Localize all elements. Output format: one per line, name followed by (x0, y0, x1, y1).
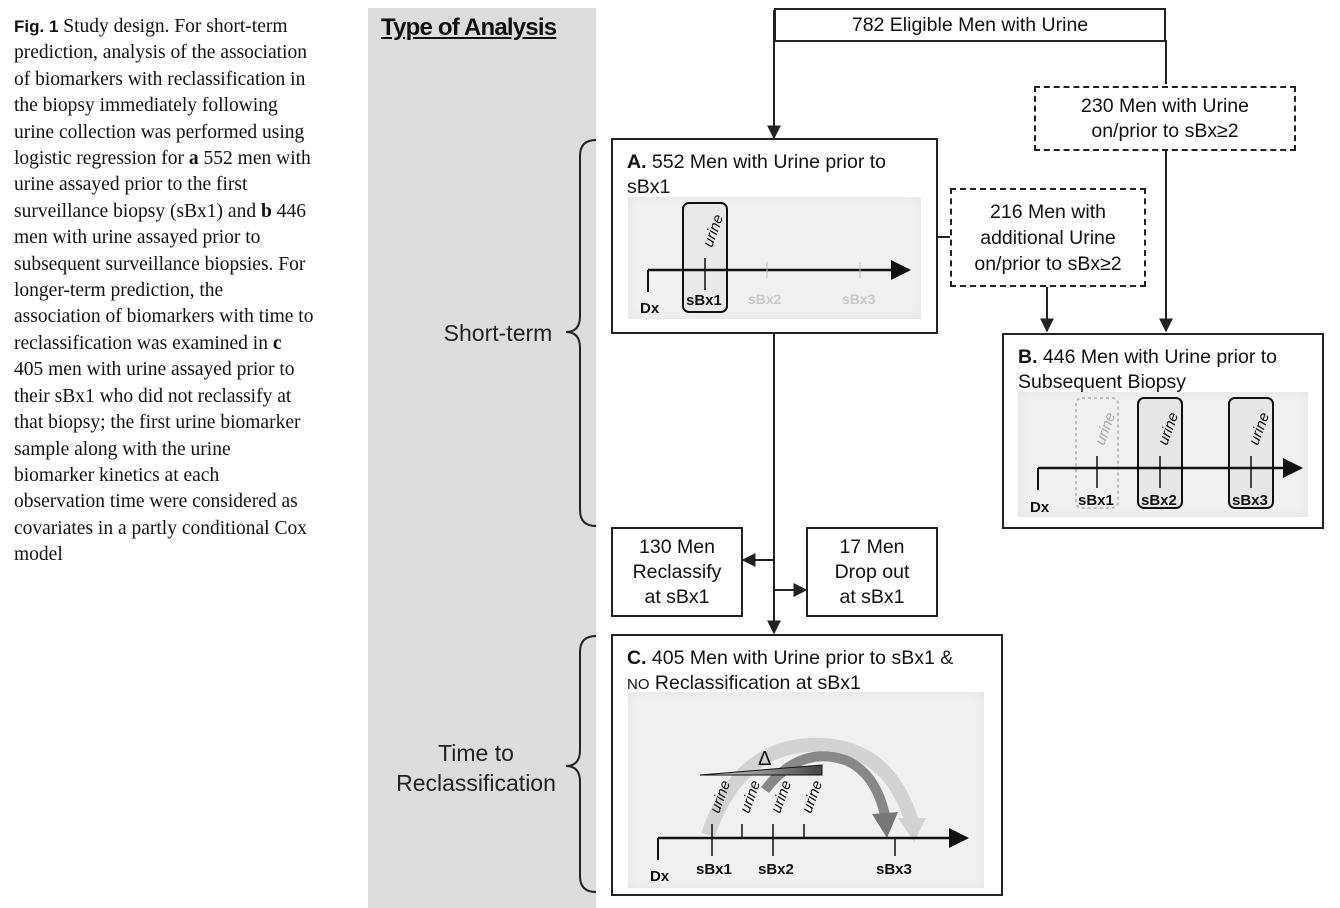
men-216-line-2: additional Urine (980, 226, 1116, 249)
kinetics-arc-light (701, 737, 919, 838)
timeline-c-sbx3: sBx3 (876, 861, 912, 878)
eligible-men-text: 782 Eligible Men with Urine (851, 13, 1089, 36)
men-230-line-2: on/prior to sBx≥2 (1091, 119, 1239, 142)
box-a-title: A. 552 Men with Urine prior to sBx1 (627, 151, 887, 198)
timeline-c-dx: Dx (650, 868, 670, 885)
time-to-line-2: Reclassification (396, 770, 556, 796)
men-230-line-1: 230 Men with Urine (1081, 94, 1249, 117)
urine-window-sbx3 (1228, 397, 1274, 509)
timeline-b: Dx sBx1 sBx2 sBx3 urine urine urine (1030, 397, 1303, 516)
time-brace (565, 635, 597, 893)
timeline-a-sbx2: sBx2 (748, 291, 782, 307)
caption-text-4: 405 men with urine assayed prior to thei… (14, 359, 307, 566)
timeline-c-panel (628, 692, 984, 888)
men-216-line-1: 216 Men with (990, 200, 1106, 223)
box-b-title: B. 446 Men with Urine prior to Subsequen… (1018, 346, 1278, 393)
urine-window-sbx1-dotted (1075, 397, 1119, 509)
caption-text-2: 552 men with urine assayed prior to the … (14, 148, 311, 222)
caption-b: b (260, 200, 272, 222)
delta-symbol: Δ (758, 748, 771, 770)
timeline-b-sbx2: sBx2 (1141, 492, 1177, 509)
caption-text-1: Study design. For short-term prediction,… (14, 16, 307, 170)
dropout-line-1: 17 Men (839, 535, 905, 558)
time-to-reclassification-label: Time to Reclassification (378, 738, 574, 798)
timeline-b-urine-1: urine (1092, 410, 1119, 447)
timeline-a-dx: Dx (640, 300, 660, 317)
timeline-b-dx: Dx (1030, 499, 1050, 516)
timeline-c: Δ Dx sBx1 sBx2 sBx3 urine urine urine ur… (650, 737, 969, 885)
caption-a: a (188, 148, 199, 170)
analysis-type-band (368, 8, 596, 908)
men-216-line-3: on/prior to sBx≥2 (974, 252, 1122, 275)
reclassify-line-2: Reclassify (632, 560, 722, 583)
timeline-b-sbx1: sBx1 (1078, 492, 1114, 509)
urine-window-sbx2 (1137, 397, 1183, 509)
timeline-a-sbx3: sBx3 (842, 291, 876, 307)
timeline-c-sbx2: sBx2 (758, 861, 794, 878)
reclassify-box: 130 Men Reclassify at sBx1 (611, 527, 743, 617)
timeline-c-urine-4: urine (799, 778, 826, 815)
box-c-title: C. 405 Men with Urine prior to sBx1 & NO… (627, 647, 954, 694)
dropout-box: 17 Men Drop out at sBx1 (806, 527, 938, 617)
reclassify-line-3: at sBx1 (644, 585, 710, 608)
delta-wedge (699, 764, 823, 776)
caption-c: c (272, 332, 282, 354)
men-216-box: 216 Men with additional Urine on/prior t… (950, 188, 1146, 287)
short-term-brace (565, 139, 597, 527)
timeline-a: Dx sBx1 sBx2 sBx3 urine (640, 202, 911, 317)
analysis-heading: Type of Analysis (381, 14, 557, 41)
timeline-a-sbx1: sBx1 (686, 292, 722, 309)
men-230-box: 230 Men with Urine on/prior to sBx≥2 (1034, 86, 1296, 151)
dropout-line-2: Drop out (834, 560, 910, 583)
timeline-c-sbx1: sBx1 (696, 861, 732, 878)
dropout-line-3: at sBx1 (839, 585, 905, 608)
caption-text-3: 446 men with urine assayed prior to subs… (14, 200, 314, 354)
urine-window-sbx1 (682, 202, 728, 313)
short-term-label: Short-term (443, 320, 553, 346)
reclassify-line-1: 130 Men (639, 535, 715, 558)
timeline-b-sbx3: sBx3 (1232, 492, 1268, 509)
time-to-line-1: Time to (438, 740, 514, 766)
timeline-a-panel (628, 197, 921, 319)
eligible-men-box: 782 Eligible Men with Urine (774, 8, 1166, 42)
caption-label: Fig. 1 (14, 17, 59, 36)
figure-caption: Fig. 1 Study design. For short-term pred… (14, 14, 314, 569)
